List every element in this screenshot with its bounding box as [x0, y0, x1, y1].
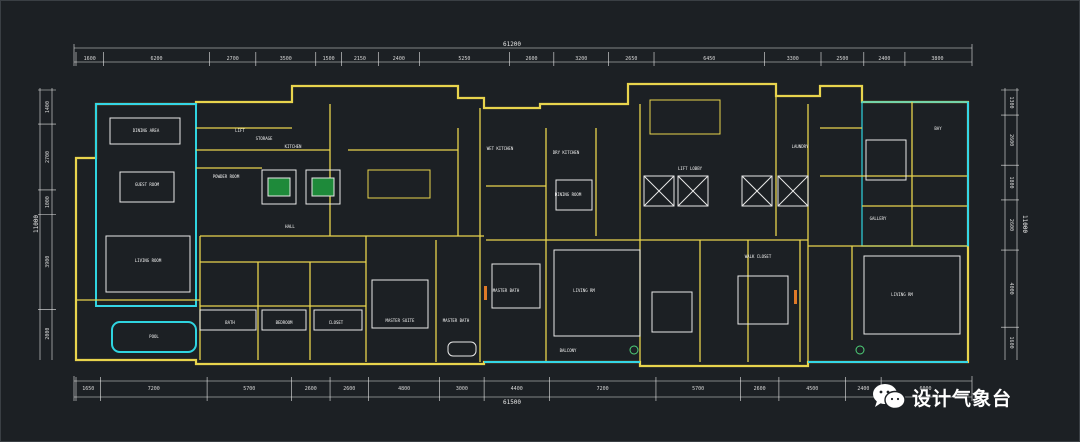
room-label: BATH — [225, 320, 235, 325]
room-label: POWDER ROOM — [213, 174, 240, 179]
dimension-label: 3300 — [787, 56, 799, 62]
room-label: GALLERY — [870, 216, 887, 221]
dimension-label: 2600 — [526, 56, 538, 62]
room-label: STORAGE — [256, 136, 273, 141]
dimension-label: 5250 — [458, 56, 470, 62]
dimension-label: 2400 — [857, 386, 869, 392]
room-label: CLOSET — [329, 320, 344, 325]
room-label: KITCHEN — [285, 144, 302, 149]
room-label: WET KITCHEN — [487, 146, 514, 151]
room-label: HALL — [285, 224, 295, 229]
right-dimension-labels: 1300 2600 1800 2600 4000 1600 — [1001, 89, 1019, 349]
dimension-label: 2500 — [836, 56, 848, 62]
dimension-label: 6450 — [703, 56, 715, 62]
dimension-lines — [39, 44, 1018, 401]
dimension-label: 1600 — [84, 56, 96, 62]
exterior-walls — [74, 82, 970, 368]
dimension-label: 6000 — [920, 386, 932, 392]
dimension-label: 3800 — [931, 56, 943, 62]
dimension-label: 2600 — [1008, 134, 1014, 146]
dimension-label: 6200 — [150, 56, 162, 62]
total-bottom-dim: 61500 — [503, 399, 521, 406]
dimension-label: 2600 — [343, 386, 355, 392]
dimension-label: 4800 — [398, 386, 410, 392]
dimension-label: 2700 — [45, 151, 51, 163]
dimension-label: 5700 — [692, 386, 704, 392]
room-label: POOL — [149, 334, 159, 339]
dimension-label: 2150 — [354, 56, 366, 62]
total-right-dim: 11000 — [1021, 215, 1028, 233]
pool-outline — [111, 321, 197, 353]
dimension-label: 2700 — [227, 56, 239, 62]
room-label: LIFT LOBBY — [678, 166, 703, 171]
dimension-label: 2600 — [1008, 219, 1014, 231]
dimension-label: 4000 — [1008, 283, 1014, 295]
dimension-label: 5700 — [243, 386, 255, 392]
dimension-label: 1800 — [1008, 177, 1014, 189]
interior-walls — [76, 96, 968, 362]
room-label: DINING AREA — [133, 128, 160, 133]
dimension-label: 2600 — [754, 386, 766, 392]
bottom-dimension-labels: 1650 7200 5700 2600 2600 4800 3000 4400 7200 5700… — [75, 377, 932, 401]
dimension-label: 4400 — [511, 386, 523, 392]
dimension-label: 1500 — [323, 56, 335, 62]
room-label: LIVING RM — [573, 288, 595, 293]
watermark-text: 设计气象台 — [912, 387, 1013, 410]
room-label: BEDROOM — [276, 320, 293, 325]
dimension-label: 1650 — [82, 386, 94, 392]
accent-marks — [484, 286, 865, 355]
dimension-label: 2400 — [393, 56, 405, 62]
dimension-label: 7200 — [148, 386, 160, 392]
room-label: LIFT — [235, 128, 245, 133]
room-label: BAY — [934, 126, 942, 131]
dimension-label: 1300 — [1008, 97, 1014, 109]
dimension-label: 2000 — [45, 328, 51, 340]
dimension-label: 7200 — [597, 386, 609, 392]
room-label: MASTER BATH — [493, 288, 520, 293]
left-dimension-labels: 1400 2700 1000 3900 2000 — [38, 89, 56, 340]
room-label: WALK CLOSET — [745, 254, 772, 259]
room-label: BALCONY — [560, 348, 577, 353]
fixtures — [96, 99, 969, 363]
room-label: LIVING ROOM — [135, 258, 162, 263]
top-dimension-labels: 1600 6200 2700 3500 1500 2150 2400 5250 2600 3200… — [75, 52, 943, 66]
room-labels: DINING AREA GUEST ROOM LIVING ROOM POOL LIFT… — [133, 126, 942, 353]
dimension-label: 1400 — [45, 101, 51, 113]
dimension-label: 2400 — [878, 56, 890, 62]
room-label: LAUNDRY — [792, 144, 809, 149]
room-label: LIVING RM — [891, 292, 913, 297]
dimension-label: 3500 — [280, 56, 292, 62]
room-label: MASTER BATH — [443, 318, 470, 323]
total-left-dim: 11000 — [33, 215, 40, 233]
total-top-dim: 61200 — [503, 41, 521, 48]
total-dimension-labels: 61200 61500 11000 11000 — [33, 41, 1028, 406]
dimension-label: 3900 — [45, 256, 51, 268]
dimension-label: 1000 — [45, 196, 51, 208]
room-label: MASTER SUITE — [386, 318, 415, 323]
wechat-icon — [873, 384, 906, 410]
dimension-label: 3200 — [575, 56, 587, 62]
room-label: DINING ROOM — [555, 192, 582, 197]
watermark: 设计气象台 — [872, 380, 1012, 414]
dimension-label: 4500 — [806, 386, 818, 392]
dimension-label: 3000 — [456, 386, 468, 392]
dimension-label: 2600 — [305, 386, 317, 392]
dimension-label: 1600 — [1008, 337, 1014, 349]
room-label: GUEST ROOM — [135, 182, 160, 187]
room-label: DRY KITCHEN — [553, 150, 580, 155]
dimension-label: 2650 — [625, 56, 637, 62]
